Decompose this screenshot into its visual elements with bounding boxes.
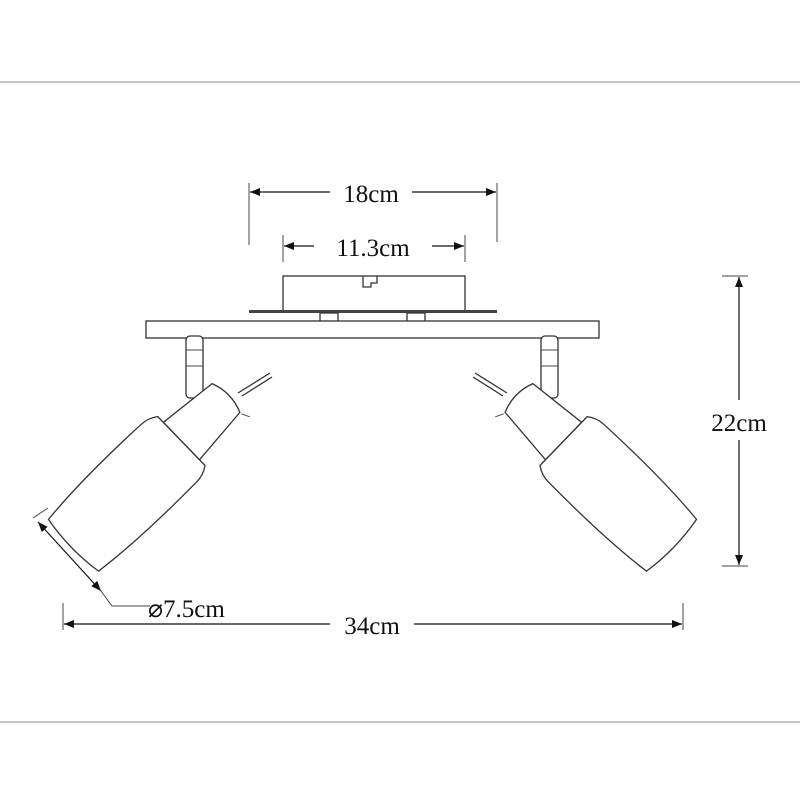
dimension-height: 22cm [711, 275, 767, 567]
lamp-bar [145, 320, 600, 339]
dimension-mount-width: 18cm [248, 181, 498, 245]
left-spot-arm [185, 335, 273, 399]
ceiling-mount-plate [249, 275, 497, 326]
label-mount-width: 18cm [343, 181, 399, 208]
right-spot-arm [472, 335, 559, 399]
label-height: 22cm [711, 410, 767, 437]
dimension-total-width: 34cm [62, 603, 684, 640]
label-hole-spacing: 11.3cm [336, 235, 410, 262]
dimension-shade-diameter: ⌀7.5cm [32, 507, 225, 623]
left-spot-shade [47, 382, 250, 572]
right-spot-shade [495, 382, 698, 572]
label-total-width: 34cm [344, 613, 400, 640]
dimension-hole-spacing: 11.3cm [282, 235, 466, 262]
label-shade-diameter: ⌀7.5cm [148, 596, 225, 623]
